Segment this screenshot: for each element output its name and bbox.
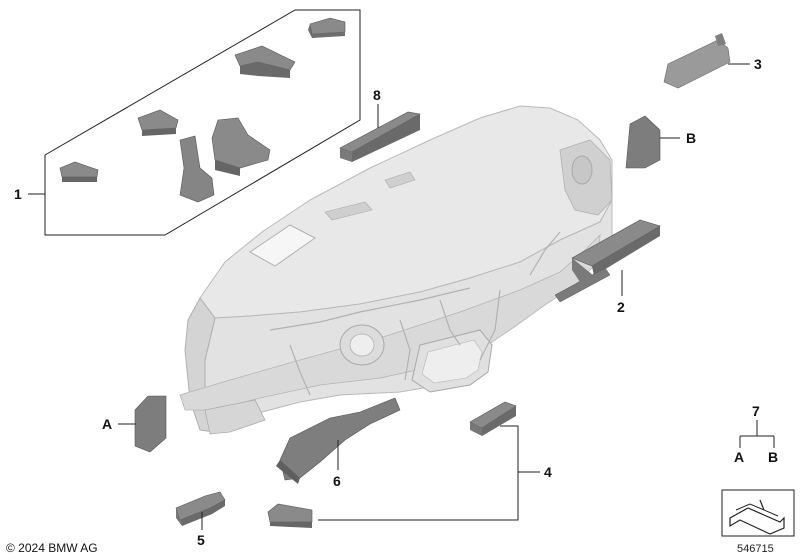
part-2 bbox=[554, 219, 661, 303]
part-1e bbox=[179, 135, 215, 203]
dashboard-right-vent bbox=[571, 155, 593, 185]
dashboard-center-frame-inner bbox=[421, 339, 483, 384]
callout-2: 2 bbox=[617, 299, 625, 315]
part-4a bbox=[469, 401, 517, 436]
part-6 bbox=[276, 397, 401, 484]
diagram-number: 546715 bbox=[737, 543, 774, 555]
part-1c bbox=[137, 109, 179, 136]
callout-b: B bbox=[686, 130, 697, 146]
part-1b bbox=[234, 45, 296, 78]
callout-7: 7 bbox=[752, 403, 760, 419]
legend-label-b: B bbox=[768, 449, 779, 465]
dashboard-steering-inner bbox=[349, 333, 375, 357]
dashboard-internal-struts bbox=[269, 231, 561, 396]
dashboard-left-lower-trim bbox=[204, 399, 266, 435]
dashboard-display-opening bbox=[249, 224, 316, 267]
part-1d bbox=[211, 117, 271, 176]
callout-3: 3 bbox=[754, 56, 762, 72]
part-4b bbox=[267, 503, 313, 528]
copyright-text: © 2024 BMW AG bbox=[6, 541, 98, 555]
legend-7-tree bbox=[739, 420, 775, 448]
part-a-cap bbox=[134, 395, 167, 453]
callout-6: 6 bbox=[333, 473, 341, 489]
callout-5: 5 bbox=[197, 532, 205, 548]
leader-4 bbox=[318, 425, 540, 521]
part-3 bbox=[663, 33, 731, 89]
legend-label-a: A bbox=[734, 449, 745, 465]
callout-a: A bbox=[102, 416, 113, 432]
part-8 bbox=[339, 111, 421, 162]
dashboard-assembly bbox=[179, 105, 613, 435]
part-1a bbox=[308, 17, 346, 38]
part-5 bbox=[175, 491, 226, 526]
part-b-cap bbox=[625, 115, 661, 169]
callout-4: 4 bbox=[544, 464, 552, 480]
group-box-1 bbox=[44, 9, 361, 236]
callout-8: 8 bbox=[373, 87, 381, 103]
orientation-icon bbox=[721, 489, 795, 537]
dashboard-speaker-grille-1 bbox=[324, 201, 373, 221]
part-1f bbox=[59, 161, 99, 182]
dashboard-speaker-grille-2 bbox=[384, 171, 416, 189]
callout-1: 1 bbox=[14, 186, 22, 202]
